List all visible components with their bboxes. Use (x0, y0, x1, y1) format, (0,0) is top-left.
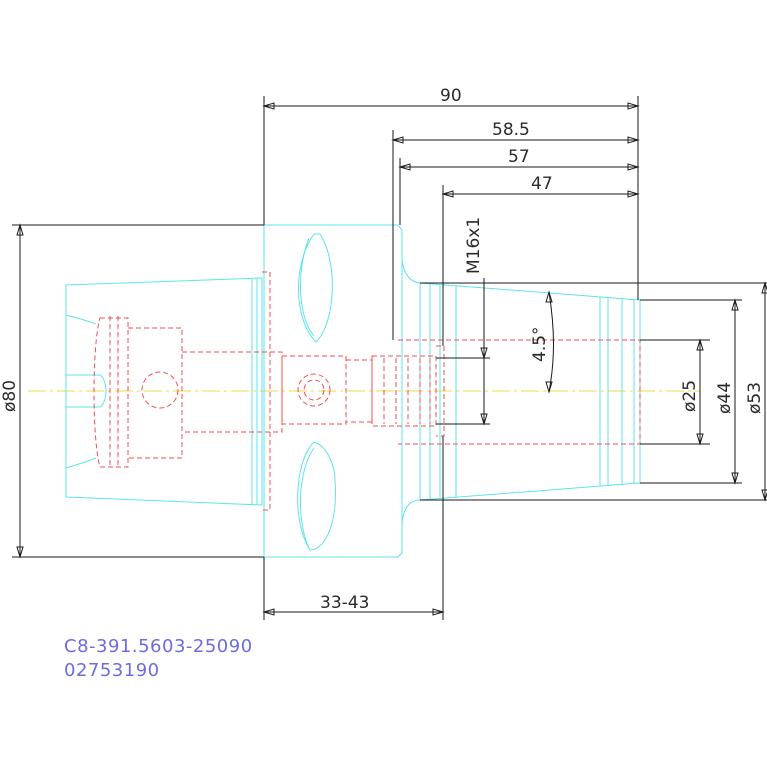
order-number: 02753190 (64, 660, 160, 681)
dim-diameter-53: ø53 (745, 382, 765, 414)
hidden-features (93, 271, 641, 511)
dim-57: 57 (508, 147, 530, 167)
dim-bore-diameter: ø25 (680, 380, 700, 412)
dim-taper-angle: 4.5° (530, 326, 550, 362)
dim-flange-diameter: ø80 (0, 380, 20, 412)
dim-diameter-44: ø44 (715, 382, 735, 414)
dim-overall-length: 90 (440, 86, 462, 106)
dim-thread: M16x1 (464, 217, 484, 274)
dim-47: 47 (531, 174, 553, 194)
part-number: C8-391.5603-25090 (64, 636, 253, 657)
dim-58-5: 58.5 (492, 120, 530, 140)
dim-clamp-length: 33-43 (320, 593, 369, 613)
dimension-lines (12, 96, 767, 620)
